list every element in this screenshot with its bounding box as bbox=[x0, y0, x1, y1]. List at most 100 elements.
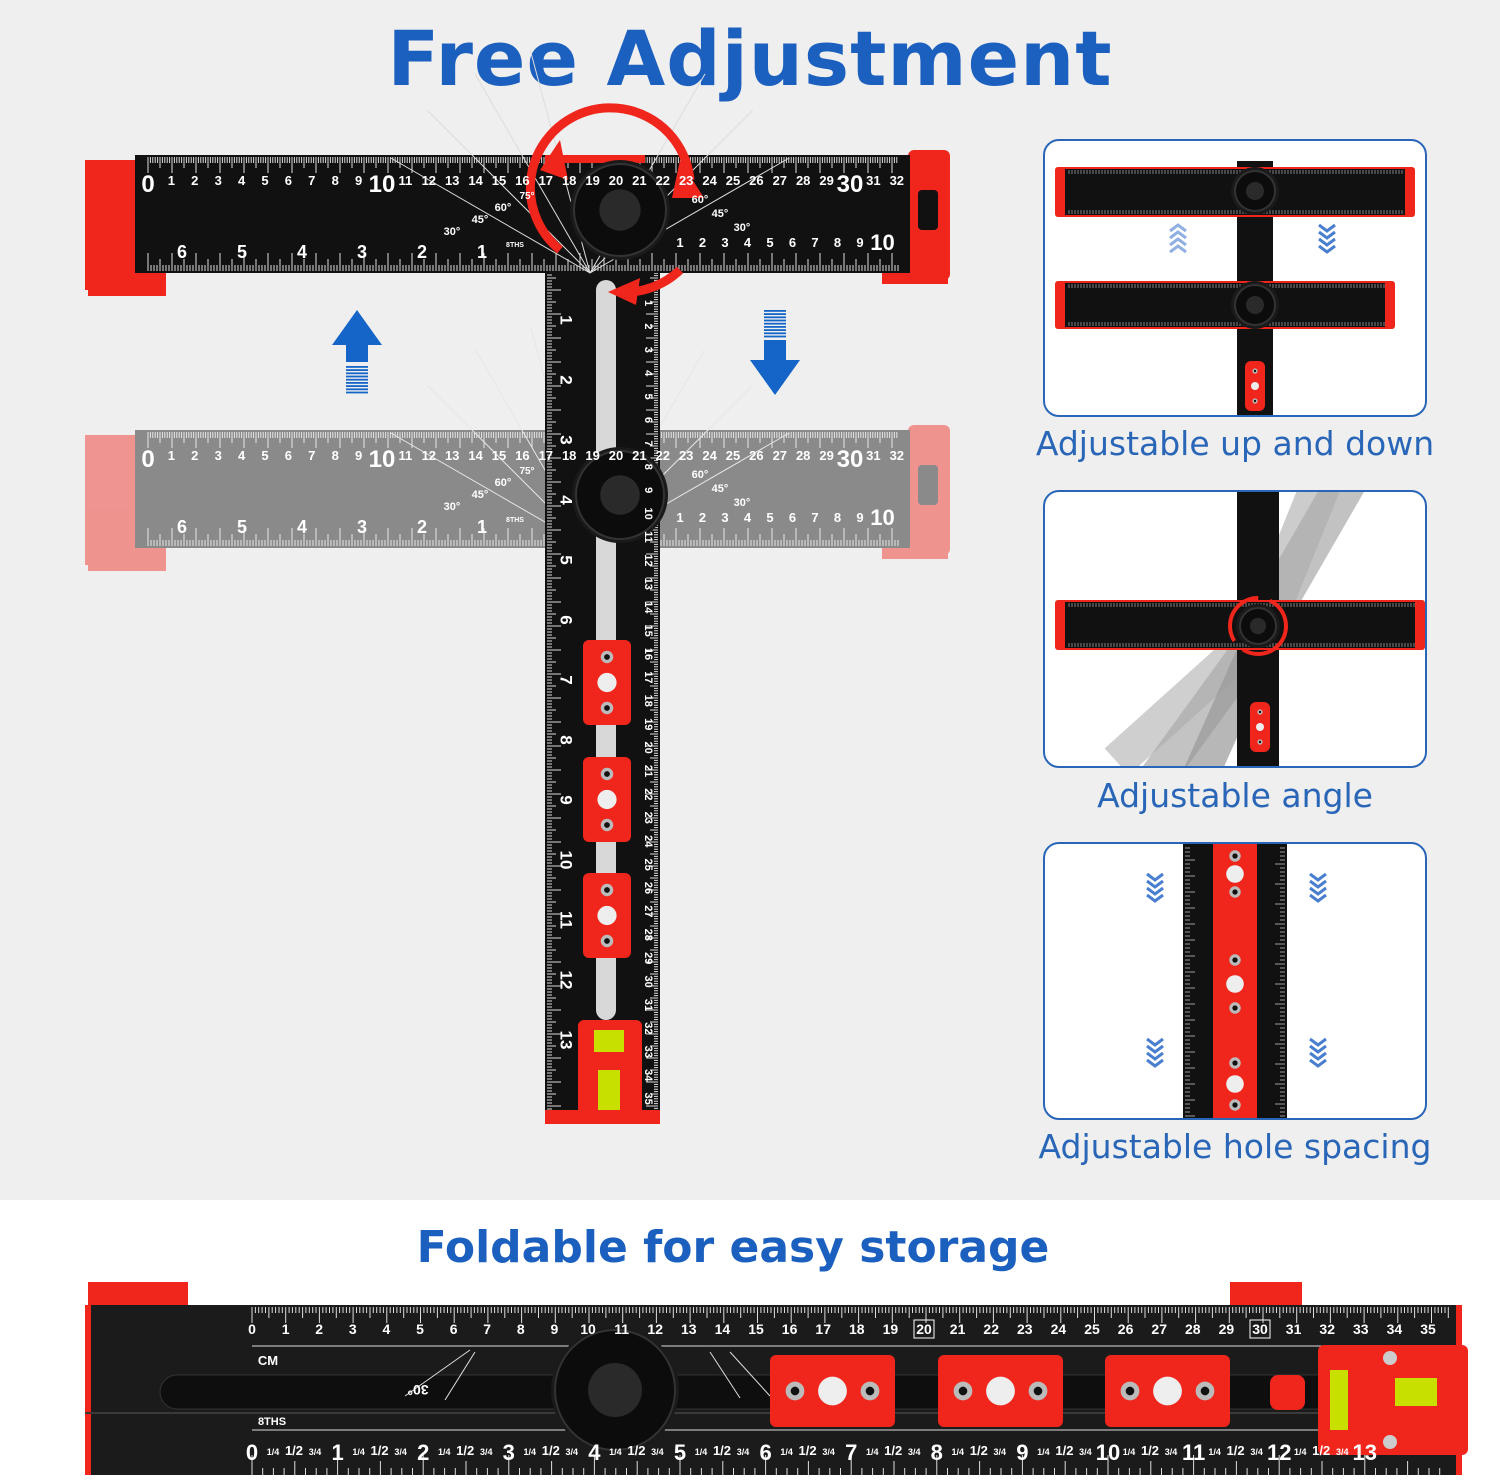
hole-center bbox=[1232, 1102, 1238, 1108]
thumb-screw-icon bbox=[597, 905, 617, 926]
angle-label: 30° bbox=[407, 1382, 428, 1398]
chevron bbox=[1309, 1044, 1327, 1054]
cm-label: 7 bbox=[308, 448, 315, 463]
thumb-screw-icon bbox=[597, 672, 617, 693]
arrow-head bbox=[608, 278, 640, 305]
cm-label: 6 bbox=[285, 448, 292, 463]
cm-label: 28 bbox=[1185, 1321, 1201, 1337]
inch-label: 3 bbox=[503, 1440, 515, 1465]
inch-label: 5 bbox=[674, 1440, 686, 1465]
inch-label: 13 bbox=[1353, 1440, 1377, 1465]
cm-label: 22 bbox=[983, 1321, 999, 1337]
cm-label: 24 bbox=[702, 173, 717, 188]
spirit-level bbox=[1318, 1345, 1468, 1455]
end-cap-left bbox=[85, 160, 135, 290]
cm-label: 17 bbox=[539, 448, 553, 463]
inch-label: 12 bbox=[1267, 1440, 1291, 1465]
chevron bbox=[1169, 223, 1187, 233]
cm-label: 14 bbox=[715, 1321, 731, 1337]
inch-fraction-label: 1/4 bbox=[524, 1447, 537, 1457]
cm-label: 5 bbox=[261, 448, 268, 463]
hole-center bbox=[1253, 369, 1257, 373]
inch-fraction-label: 1/2 bbox=[371, 1443, 389, 1458]
inch-fraction-label: 3/4 bbox=[908, 1447, 921, 1457]
cm-label: 5 bbox=[261, 173, 268, 188]
cm-label: 20 bbox=[609, 448, 623, 463]
inch-fraction-label: 1/4 bbox=[780, 1447, 793, 1457]
inch-label: 5 bbox=[766, 235, 773, 250]
inch-fraction-label: 1/4 bbox=[1123, 1447, 1136, 1457]
vertical-inch-label: 9 bbox=[557, 795, 576, 804]
vertical-cm-label: 26 bbox=[642, 882, 654, 894]
cm-label: 2 bbox=[191, 173, 198, 188]
chevron bbox=[1309, 893, 1327, 903]
cm-label: 23 bbox=[1017, 1321, 1033, 1337]
cm-label: 8 bbox=[332, 173, 339, 188]
hang-hole bbox=[918, 190, 938, 230]
inch-label: 4 bbox=[744, 235, 752, 250]
inch-label: 6 bbox=[759, 1440, 771, 1465]
inch-label: 2 bbox=[417, 242, 427, 262]
inch-fraction-label: 1/2 bbox=[542, 1443, 560, 1458]
inch-label: 1 bbox=[676, 235, 683, 250]
inch-label: 3 bbox=[721, 235, 728, 250]
cm-label: 26 bbox=[749, 173, 763, 188]
hole-spacer-block bbox=[583, 873, 631, 958]
arrow-shape bbox=[750, 340, 800, 395]
hole-spacer-block bbox=[1213, 844, 1257, 904]
inch-fraction-label: 3/4 bbox=[822, 1447, 835, 1457]
hole-center bbox=[604, 654, 610, 660]
hole-spacing-illustration bbox=[1146, 844, 1327, 1118]
hole-center bbox=[1033, 1386, 1043, 1396]
end-foot-left bbox=[88, 533, 166, 571]
inch-label: 3 bbox=[357, 242, 367, 262]
vertical-cm-label: 14 bbox=[642, 601, 654, 614]
down-chevrons-icon bbox=[1309, 1037, 1327, 1068]
cm-label: 1 bbox=[168, 448, 175, 463]
angle-label: 30° bbox=[734, 222, 751, 234]
ruler-body bbox=[135, 155, 910, 273]
hole-spacer-block bbox=[1105, 1355, 1230, 1427]
inch-fraction-label: 3/4 bbox=[480, 1447, 493, 1457]
vertical-cm-label: 31 bbox=[642, 999, 654, 1011]
stop-pin bbox=[1270, 1375, 1305, 1410]
label-box bbox=[913, 1319, 935, 1339]
inch-fraction-label: 1/4 bbox=[609, 1447, 622, 1457]
end-cap-left bbox=[85, 435, 135, 565]
hole-spacer-block bbox=[583, 757, 631, 842]
angle-label: 75° bbox=[519, 466, 534, 477]
cm-label: 4 bbox=[238, 173, 246, 188]
angle-line bbox=[390, 157, 591, 274]
inch-label: 4 bbox=[744, 510, 752, 525]
cm-label: 1 bbox=[168, 173, 175, 188]
eighths-label: 8THS bbox=[506, 242, 524, 249]
level-vial bbox=[594, 1030, 624, 1052]
feature-caption: Adjustable up and down bbox=[1035, 424, 1435, 463]
cm-label: 15 bbox=[748, 1321, 764, 1337]
level-vial bbox=[1330, 1370, 1348, 1430]
cm-label: 26 bbox=[1118, 1321, 1134, 1337]
vertical-inch-label: 7 bbox=[557, 675, 576, 684]
chevron bbox=[1318, 230, 1336, 240]
vertical-cm-label: 9 bbox=[642, 487, 654, 493]
arrow-stripe bbox=[346, 388, 368, 391]
vertical-cm-label: 2 bbox=[642, 323, 654, 329]
hole-spacer-block bbox=[1213, 944, 1257, 1024]
cm-label: 13 bbox=[445, 448, 459, 463]
angle-label: 45° bbox=[712, 483, 729, 495]
feature-panel-hole-spacing bbox=[1043, 842, 1427, 1120]
vertical-cm-label: 24 bbox=[642, 835, 654, 848]
inch-label: 6 bbox=[789, 235, 796, 250]
vertical-cm-label: 11 bbox=[642, 531, 654, 543]
hole-center bbox=[790, 1386, 800, 1396]
arrow-stripe bbox=[764, 322, 786, 325]
inch-fraction-label: 1/2 bbox=[456, 1443, 474, 1458]
knob-center bbox=[1246, 182, 1264, 200]
arrow-stripe bbox=[346, 372, 368, 375]
hole-center bbox=[1258, 740, 1262, 744]
vertical-cm-label: 12 bbox=[642, 554, 654, 566]
label-box bbox=[1249, 1319, 1271, 1339]
inch-fraction-label: 1/4 bbox=[1208, 1447, 1221, 1457]
cm-label: 21 bbox=[632, 448, 646, 463]
inch-fraction-label: 1/4 bbox=[952, 1447, 965, 1457]
